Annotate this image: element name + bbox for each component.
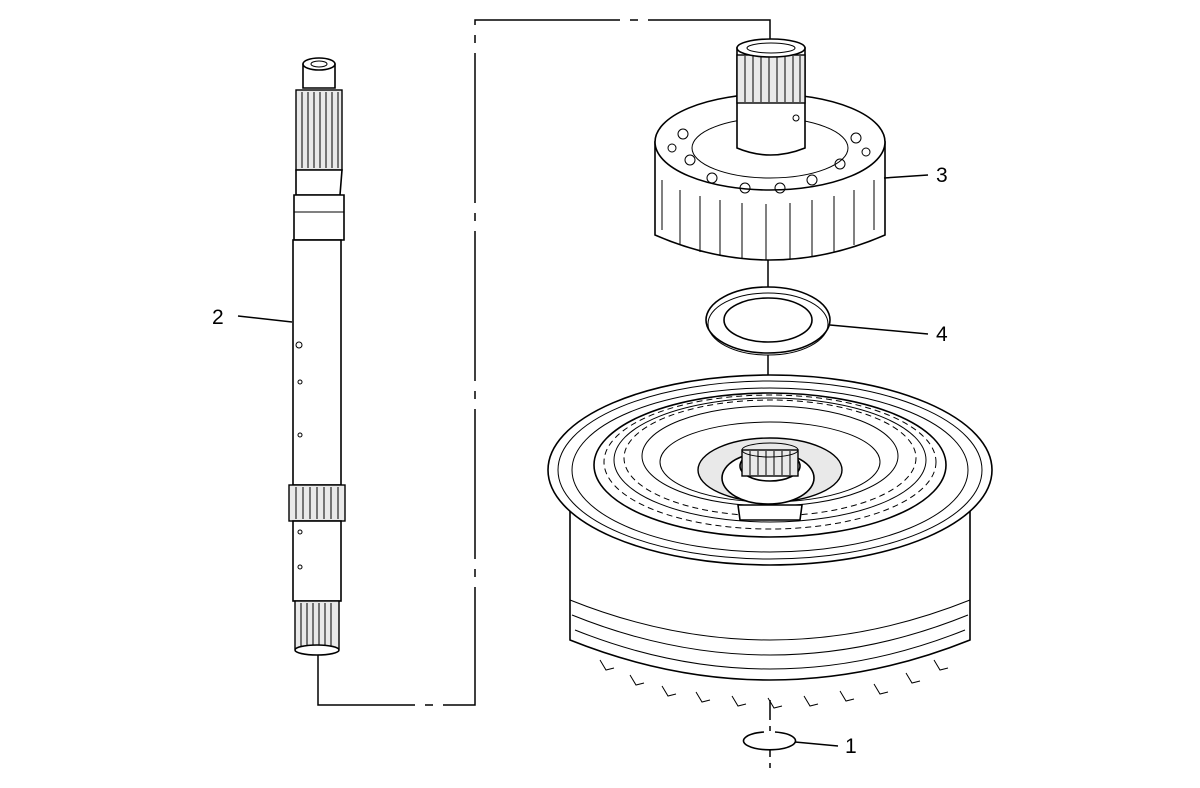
clutch-pack-assembly [547,374,993,709]
callout-1: 1 [845,735,857,758]
thrust-washer [705,286,831,356]
leader-lines [237,174,929,747]
callout-2: 2 [212,306,224,329]
callout-3: 3 [936,164,948,187]
callout-4: 4 [936,323,948,346]
clutch-hub [654,38,886,261]
snap-ring [742,731,797,751]
input-shaft [288,57,346,656]
